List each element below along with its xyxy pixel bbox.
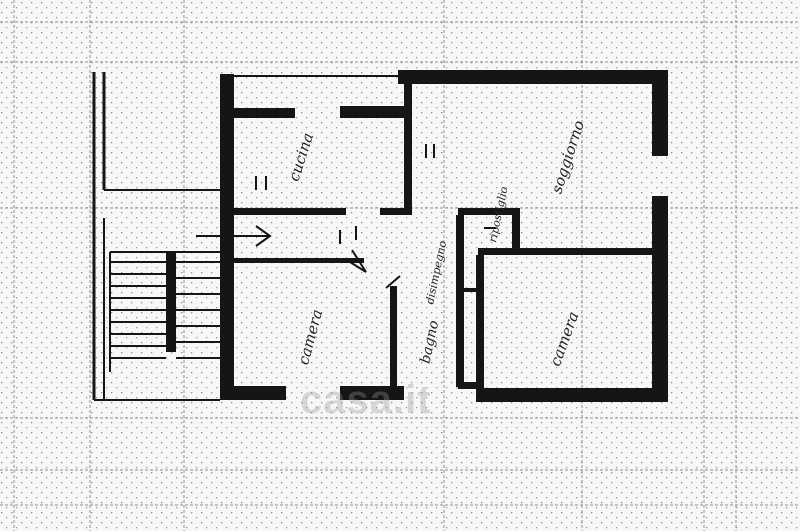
stair-core — [166, 252, 176, 352]
door-ticks — [255, 144, 496, 244]
interior-walls — [234, 84, 652, 390]
watermark-logo: casa.it — [300, 378, 432, 422]
entrance-mark — [196, 225, 401, 289]
thin-walls — [92, 72, 398, 401]
